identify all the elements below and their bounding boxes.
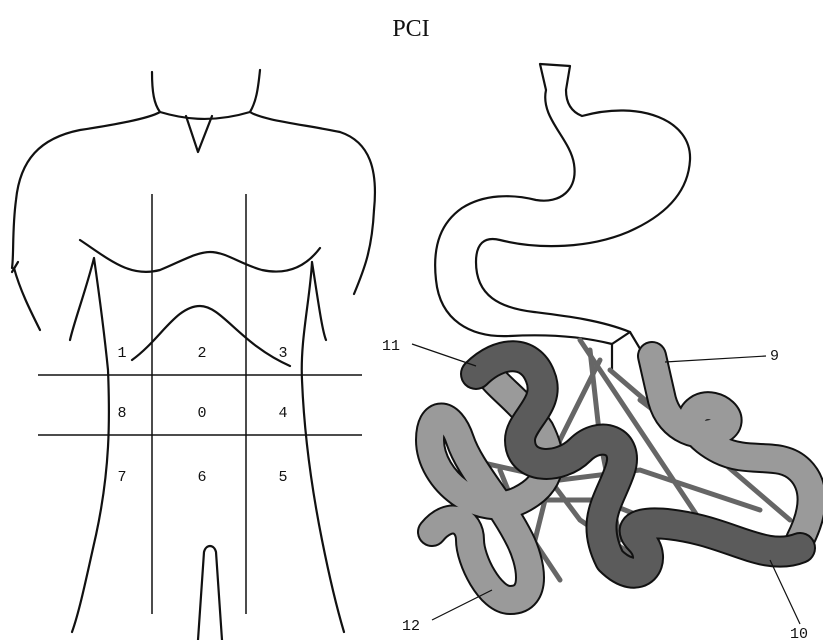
stomach-figure <box>435 64 690 372</box>
torso-outline-left <box>12 72 160 268</box>
region-label: 2 <box>197 345 206 362</box>
leader-11 <box>412 344 476 366</box>
bowel-label: 11 <box>382 338 400 355</box>
groin-notch <box>198 546 222 640</box>
neck-curve <box>160 112 250 119</box>
chest-curve <box>80 240 320 272</box>
torso-figure <box>12 70 375 640</box>
left-flank <box>70 258 109 632</box>
region-label: 8 <box>117 405 126 422</box>
region-label: 5 <box>278 469 287 486</box>
diagram-title: PCI <box>392 16 429 42</box>
sternal-notch <box>186 116 212 152</box>
costal-arch <box>132 306 290 366</box>
leader-12 <box>432 590 492 620</box>
region-label: 1 <box>117 345 126 362</box>
right-flank <box>302 262 344 632</box>
right-shoulder-edge <box>354 210 374 294</box>
torso-outline-right <box>250 70 375 210</box>
region-label: 3 <box>278 345 287 362</box>
abdomen-region-labels: 1 2 3 8 0 4 7 6 5 <box>117 345 287 486</box>
region-label: 0 <box>197 405 206 422</box>
region-label: 7 <box>117 469 126 486</box>
bowel-label: 9 <box>770 348 779 365</box>
region-label: 6 <box>197 469 206 486</box>
leader-10 <box>770 560 800 624</box>
left-shoulder-edge <box>14 268 40 330</box>
leader-9 <box>665 356 766 362</box>
stomach-outline <box>435 64 690 344</box>
bowel-label: 10 <box>790 626 808 640</box>
bowel-label: 12 <box>402 618 420 635</box>
region-label: 4 <box>278 405 287 422</box>
